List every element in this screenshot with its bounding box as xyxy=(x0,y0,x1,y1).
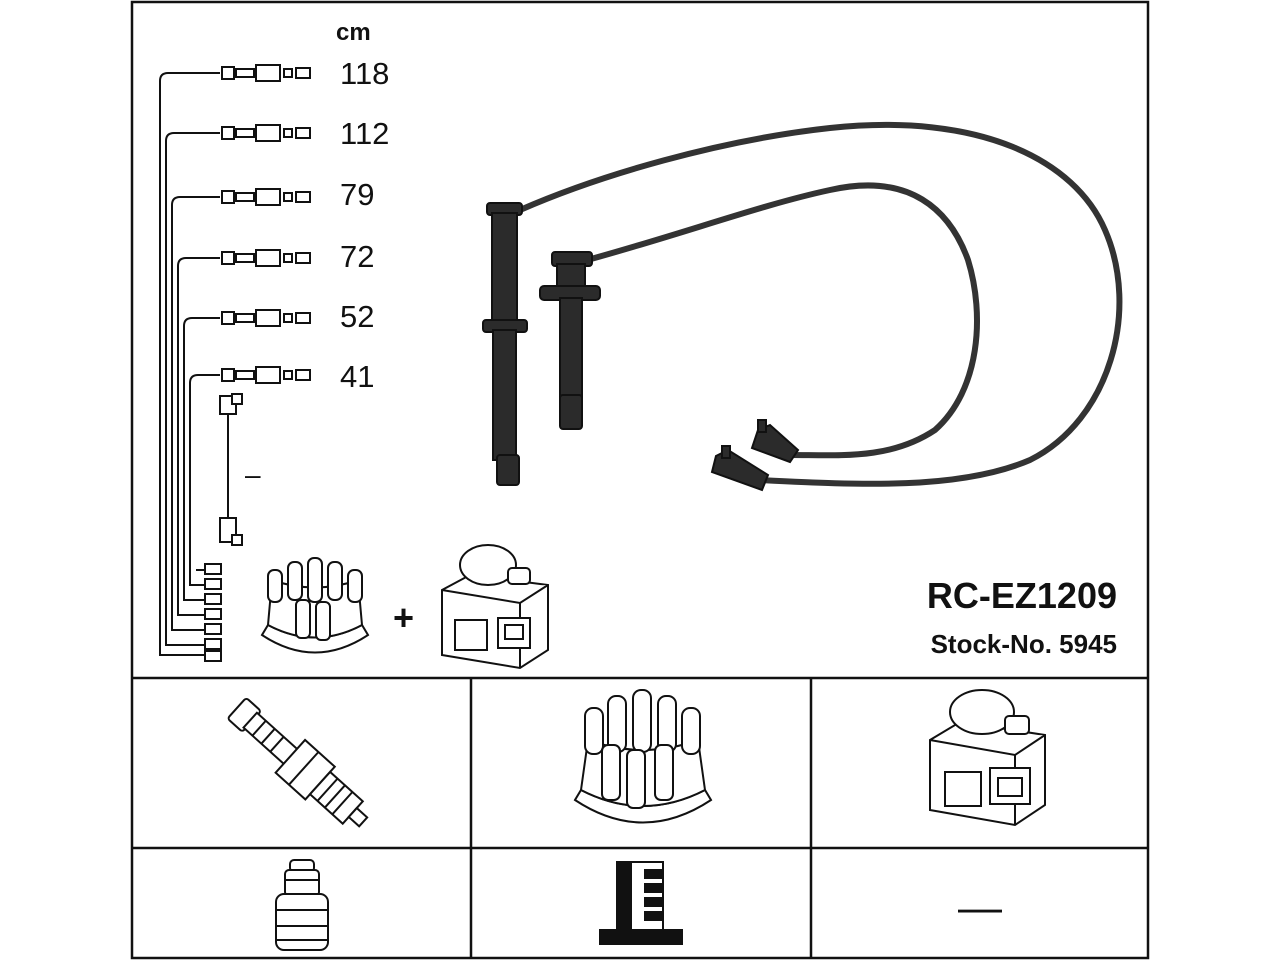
spark-plug-icon xyxy=(227,697,369,828)
length-label-3: 79 xyxy=(340,177,374,212)
cable-connector-6 xyxy=(221,366,311,384)
spark-plug-connector-icon xyxy=(275,859,329,951)
product-code: RC-EZ1209 xyxy=(927,575,1117,616)
length-label-1: 118 xyxy=(340,56,389,91)
cable-harness xyxy=(159,72,229,656)
ignition-cable-icon xyxy=(482,122,1123,492)
cable-connector-5 xyxy=(221,309,311,327)
cable-connector-2 xyxy=(221,124,311,142)
unused-lead xyxy=(219,393,243,546)
cable-connectors xyxy=(204,64,311,662)
unit-label: cm xyxy=(336,19,371,46)
cap-terminal-icon xyxy=(599,861,683,945)
cable-connector-4 xyxy=(221,249,311,267)
frame-grid xyxy=(130,0,1150,960)
ignition-coil-icon xyxy=(441,544,549,670)
distributor-cap-large-icon xyxy=(573,689,713,824)
ignition-coil-large-icon xyxy=(929,689,1046,827)
cable-connector-3 xyxy=(221,188,311,206)
length-label-4: 72 xyxy=(340,239,374,274)
length-label-6: 41 xyxy=(340,359,374,394)
length-labels: 118 112 79 72 52 41 xyxy=(340,56,389,394)
length-label-5: 52 xyxy=(340,299,374,334)
kit-plus-sign: + xyxy=(393,597,414,638)
stock-number: Stock-No. 5945 xyxy=(931,629,1117,659)
missing-lead-mark: – xyxy=(245,459,261,490)
empty-cell-mark: — xyxy=(958,883,1002,932)
length-label-2: 112 xyxy=(340,116,389,151)
cable-connector-1 xyxy=(221,64,311,82)
distributor-cap-icon xyxy=(260,557,370,654)
terminal-ends xyxy=(204,563,222,662)
